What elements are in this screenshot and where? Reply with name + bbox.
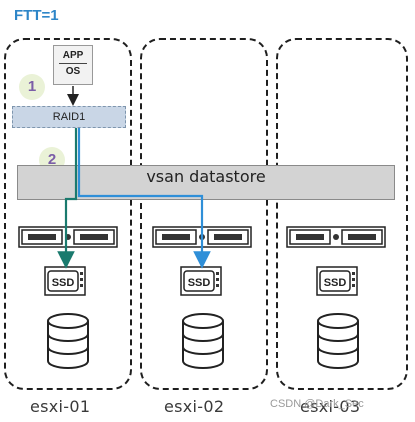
vm-app-os-box: APP OS: [53, 45, 93, 85]
host-box-esxi-03: [276, 38, 408, 390]
host-label-esxi-01: esxi-01: [30, 397, 91, 416]
diagram-title: FTT=1: [14, 7, 59, 24]
host-label-esxi-02: esxi-02: [164, 397, 225, 416]
watermark: CSDN @Dark_Sec: [270, 398, 364, 410]
app-label: APP: [62, 50, 84, 61]
app-os-divider: [59, 63, 87, 64]
raid1-box: RAID1: [12, 106, 126, 128]
vsan-datastore-bar: vsan datastore: [17, 165, 395, 200]
ssd-label: SSD: [52, 277, 75, 289]
ssd-label: SSD: [324, 277, 347, 289]
ssd-icon: SSD: [316, 266, 358, 296]
database-icon: [317, 313, 359, 369]
step-badge-1: 1: [19, 74, 45, 100]
ssd-label: SSD: [188, 277, 211, 289]
ssd-icon: SSD: [180, 266, 222, 296]
server-icon: [18, 226, 118, 248]
os-label: OS: [65, 66, 81, 77]
host-label-esxi-03: esxi-03: [300, 397, 361, 416]
ssd-icon: SSD: [44, 266, 86, 296]
database-icon: [47, 313, 89, 369]
database-icon: [182, 313, 224, 369]
server-icon: [152, 226, 252, 248]
server-icon: [286, 226, 386, 248]
